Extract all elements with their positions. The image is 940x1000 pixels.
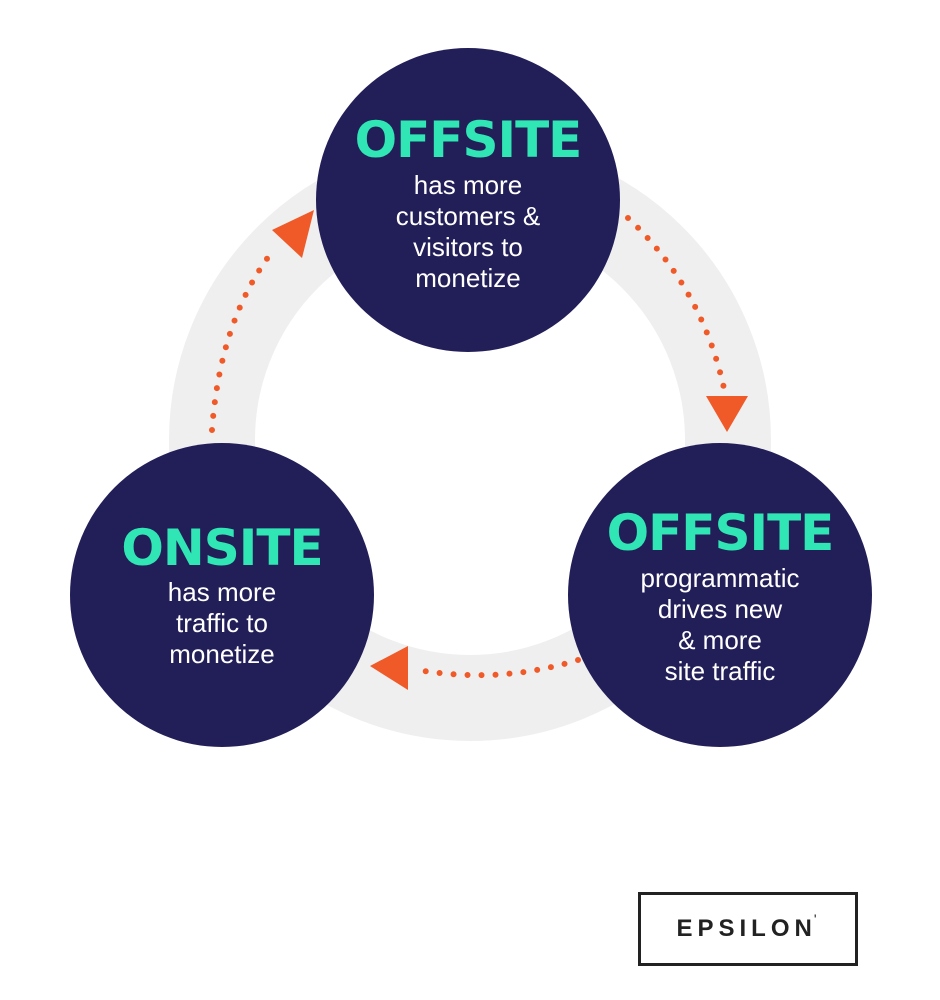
node-title: ONSITE — [121, 519, 322, 577]
node-line: site traffic — [665, 656, 776, 686]
node-line: monetize — [415, 263, 521, 293]
logo-text: EPSILON — [676, 915, 817, 942]
node-circle — [568, 443, 872, 747]
node-line: programmatic — [641, 563, 800, 593]
node-circle — [70, 443, 374, 747]
node-offsite-top: OFFSITE has more customers & visitors to… — [316, 48, 620, 352]
node-line: visitors to — [413, 232, 523, 262]
epsilon-logo: EPSILON ' — [638, 892, 858, 966]
node-title: OFFSITE — [355, 111, 582, 169]
arrow-path-left-to-top — [209, 249, 275, 433]
node-circle — [316, 48, 620, 352]
node-onsite-left: ONSITE has more traffic to monetize — [70, 443, 374, 747]
node-title: OFFSITE — [607, 504, 834, 562]
node-line: has more — [168, 577, 276, 607]
node-line: drives new — [658, 594, 782, 624]
arrow-path-top-to-right — [625, 215, 729, 401]
node-line: customers & — [396, 201, 541, 231]
arrow-head-left-to-top — [272, 210, 314, 258]
node-line: has more — [414, 170, 522, 200]
logo-mark: ' — [813, 911, 817, 927]
arrow-head-right-to-left — [370, 646, 408, 690]
node-offsite-right: OFFSITE programmatic drives new & more s… — [568, 443, 872, 747]
node-line: monetize — [169, 639, 275, 669]
arrow-head-top-to-right — [706, 396, 748, 432]
node-line: traffic to — [176, 608, 268, 638]
node-line: & more — [678, 625, 762, 655]
arrow-path-right-to-left — [415, 657, 581, 679]
